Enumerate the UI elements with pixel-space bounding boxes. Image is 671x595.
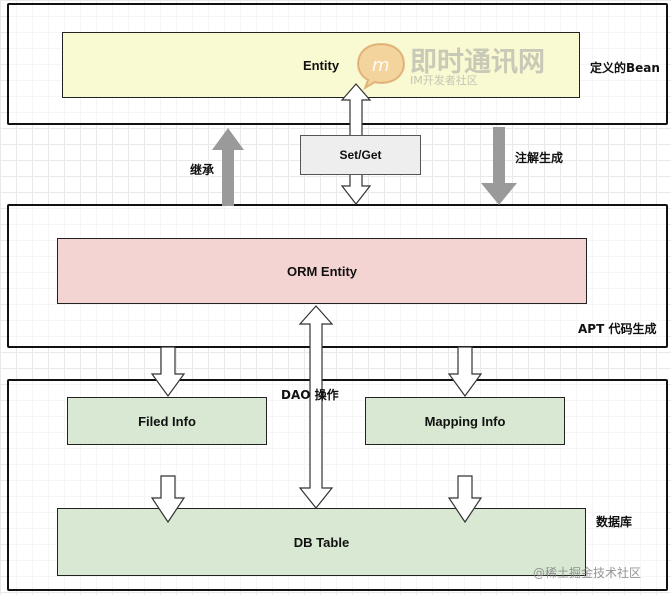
orm-to-mapping-arrow — [447, 346, 483, 398]
set-get-label: Set/Get — [339, 148, 382, 162]
apt-layer-label: APT 代码生成 — [578, 322, 657, 336]
mapping-info-label: Mapping Info — [424, 413, 506, 429]
annotation-arrow — [481, 127, 517, 205]
inherit-label: 继承 — [190, 163, 215, 177]
watermark-logo-text: 即时通讯网 — [410, 47, 545, 78]
filed-info-box: Filed Info — [67, 397, 267, 445]
mapping-to-db-arrow — [447, 475, 483, 524]
entity-box: Entity — [62, 32, 580, 98]
db-table-box: DB Table — [57, 508, 586, 576]
watermark-logo-sub: IM开发者社区 — [410, 74, 478, 87]
chat-bubble-icon: m — [356, 42, 406, 90]
orm-entity-label: ORM Entity — [286, 263, 358, 279]
annotation-gen-label: 注解生成 — [515, 151, 564, 165]
dao-arrow — [298, 305, 334, 509]
db-table-label: DB Table — [293, 534, 350, 550]
watermark-footer: @稀土掘金技术社区 — [533, 566, 642, 580]
filed-to-db-arrow — [150, 475, 186, 524]
watermark-logo: m 即时通讯网 IM开发者社区 — [354, 38, 594, 92]
dao-ops-label: DAO 操作 — [281, 388, 339, 402]
database-layer-label: 数据库 — [596, 515, 633, 529]
svg-text:m: m — [372, 55, 390, 76]
filed-info-label: Filed Info — [138, 413, 196, 429]
entity-label: Entity — [302, 57, 340, 73]
mapping-info-box: Mapping Info — [365, 397, 565, 445]
bean-layer-label: 定义的Bean — [590, 61, 660, 75]
inherit-arrow — [212, 128, 244, 206]
orm-entity-box: ORM Entity — [57, 238, 587, 304]
set-get-box: Set/Get — [300, 135, 421, 175]
orm-to-filed-arrow — [150, 346, 186, 398]
